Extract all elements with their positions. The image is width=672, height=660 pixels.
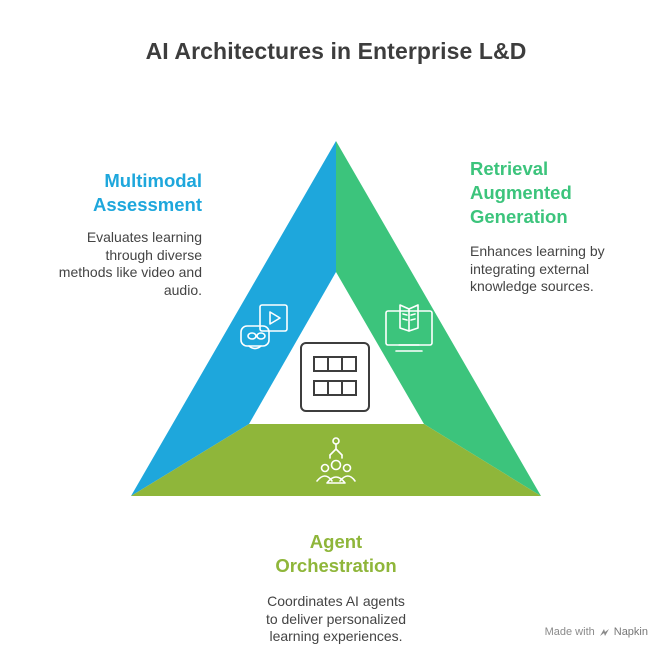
multimodal-assessment-heading: Multimodal Assessment xyxy=(92,170,202,215)
retrieval-augmented-generation-heading: Retrieval Augmented Generation xyxy=(470,158,572,227)
robot-arm-users-icon xyxy=(316,437,356,484)
retrieval-augmented-generation-description: Enhances learning by integrating externa… xyxy=(470,243,605,294)
multimodal-assessment-description: Evaluates learning through diverse metho… xyxy=(58,229,202,298)
napkin-logo-icon xyxy=(599,628,609,636)
agent-orchestration-heading: Agent Orchestration xyxy=(275,531,397,576)
watermark-prefix: Made with xyxy=(544,626,595,638)
napkin-watermark[interactable]: Made with Napkin xyxy=(545,626,648,638)
watermark-brand: Napkin xyxy=(613,626,648,638)
segment-retrieval-augmented-generation[interactable] xyxy=(336,141,541,496)
vr-video-icon xyxy=(240,304,288,350)
grid-modules-icon xyxy=(300,342,370,412)
segment-multimodal-assessment[interactable] xyxy=(131,141,336,496)
book-monitor-icon xyxy=(385,304,433,352)
agent-orchestration-description: Coordinates AI agents to deliver persona… xyxy=(265,593,407,644)
page-title: AI Architectures in Enterprise L&D xyxy=(145,38,527,64)
